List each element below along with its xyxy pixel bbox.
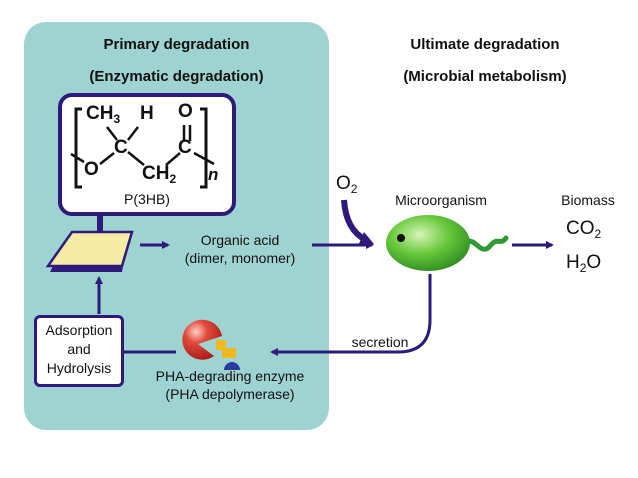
enzyme-icon [182,319,240,370]
p3hb-structure-box: CH3 H O C C O CH2 n P(3HB) [58,93,236,216]
organic-acid-detail: (dimer, monomer) [184,250,296,266]
secretion-label: secretion [351,334,409,350]
ultimate-subtitle: (Microbial metabolism) [403,68,567,85]
biomass-label: Biomass [561,192,615,208]
carbonyl-oxygen: O [178,101,193,122]
secretion-arrow [270,274,432,356]
ch2-group: CH2 [142,163,177,186]
repeat-n: n [208,165,219,184]
co2-label: CO2 [566,218,602,241]
carbon-atom-1: C [114,137,128,158]
oxygen-label: O2 [336,173,358,196]
ch3-group: CH3 [86,103,121,126]
microorganism-icon [386,215,509,271]
h2o-label: H2O [566,252,602,275]
oxygen-arrow [341,199,368,243]
ultimate-title: Ultimate degradation [410,36,560,53]
enzyme-label: PHA-degrading enzyme [155,368,305,384]
polymer-film [45,230,134,272]
primary-subtitle: (Enzymatic degradation) [89,68,264,85]
hydrogen-atom: H [140,103,154,124]
adsorption-line3: Hydrolysis [46,360,112,376]
microorganism-label: Microorganism [395,192,487,208]
primary-title: Primary degradation [103,36,250,53]
adsorption-line1: Adsorption [45,322,113,338]
flagellum [461,235,509,252]
microorganism-eye [397,234,405,242]
p3hb-label: P(3HB) [124,191,170,207]
adsorption-hydrolysis-box: Adsorption and Hydrolysis [34,315,124,387]
enzyme-detail: (PHA depolymerase) [165,386,295,402]
adsorption-line2: and [67,341,91,357]
p3hb-bonds [70,107,215,189]
carbon-atom-2: C [178,137,192,158]
organic-acid-label: Organic acid [200,232,280,248]
chain-oxygen: O [84,159,99,180]
